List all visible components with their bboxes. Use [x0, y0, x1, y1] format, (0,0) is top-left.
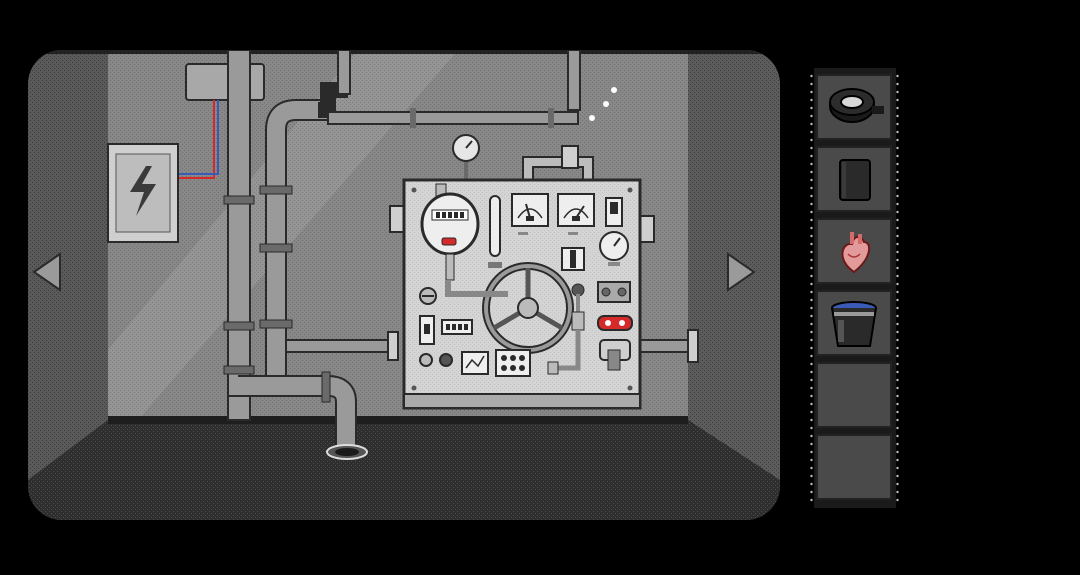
- junction-box: [185, 63, 265, 101]
- toggle-switch-top-right[interactable]: [605, 197, 623, 227]
- blue-wire: [178, 100, 219, 175]
- button-grid[interactable]: [495, 349, 531, 377]
- segment-display: [441, 319, 473, 335]
- top-valve[interactable]: [561, 145, 579, 169]
- valve-right[interactable]: [599, 339, 631, 371]
- mini-display: [461, 351, 489, 375]
- inventory-slot-3[interactable]: anatomical-heart: [816, 218, 892, 284]
- heart-organ-icon: [841, 232, 871, 274]
- control-panel[interactable]: [402, 178, 642, 410]
- rotary-knob[interactable]: [561, 247, 585, 271]
- boiler-room-scene: [28, 50, 780, 520]
- film-perforation-left: [810, 72, 813, 504]
- inventory-slot-2[interactable]: black-book: [816, 146, 892, 212]
- inventory-slot-6[interactable]: [816, 434, 892, 500]
- analog-meter-left[interactable]: [511, 193, 549, 227]
- small-knob-1[interactable]: [419, 353, 433, 367]
- inventory-panel: duct-tape black-book anatomical-heart bu…: [806, 68, 902, 514]
- film-perforation-right: [896, 72, 899, 504]
- vertical-pipe-main: [227, 50, 251, 421]
- lever[interactable]: [554, 283, 585, 371]
- game-scene: [28, 50, 780, 520]
- book-icon: [839, 159, 871, 201]
- top-horizontal-pipe: [327, 111, 579, 125]
- red-button[interactable]: [597, 315, 633, 331]
- nav-left-button[interactable]: [30, 250, 70, 294]
- counter-dial[interactable]: [420, 183, 480, 281]
- slider-switch[interactable]: [419, 315, 435, 345]
- nav-right-button[interactable]: [722, 250, 762, 294]
- button-pair[interactable]: [597, 281, 631, 303]
- duct-tape-icon: [829, 88, 884, 123]
- triangle-left-icon: [32, 252, 61, 292]
- red-wire: [178, 100, 215, 179]
- inventory-slot-5[interactable]: [816, 362, 892, 428]
- small-knob-2[interactable]: [439, 353, 453, 367]
- pressure-gauge-top[interactable]: [452, 134, 480, 184]
- fuse-box[interactable]: [107, 143, 179, 243]
- curved-pipe-left: [267, 101, 328, 380]
- water-bucket-icon: [831, 301, 877, 347]
- lightning-bolt-icon: [130, 166, 156, 216]
- triangle-right-icon: [727, 252, 756, 292]
- inventory-slot-4[interactable]: bucket-of-water: [816, 290, 892, 356]
- inventory-slot-1[interactable]: duct-tape: [816, 74, 892, 140]
- small-gauge-right[interactable]: [599, 231, 629, 266]
- thermometer: [489, 195, 501, 257]
- analog-meter-right[interactable]: [557, 193, 595, 227]
